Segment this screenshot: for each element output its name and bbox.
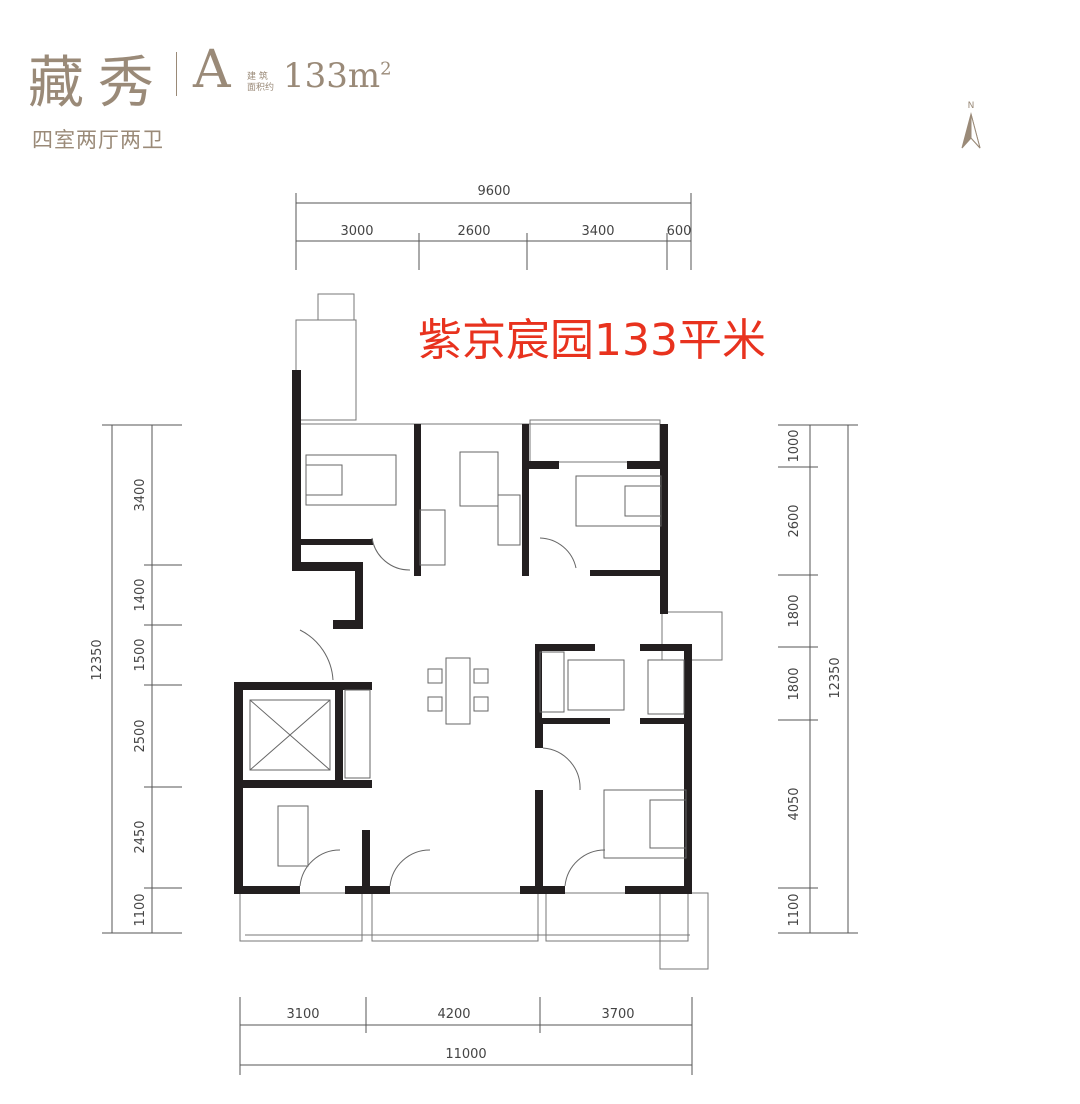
dim-right-4: 1800 bbox=[787, 667, 802, 700]
dim-right-1: 1000 bbox=[787, 429, 802, 462]
dim-left-5: 2450 bbox=[133, 820, 148, 853]
dim-left-4: 2500 bbox=[133, 719, 148, 752]
north-compass-icon: N bbox=[956, 98, 986, 152]
dim-right-5: 4050 bbox=[787, 787, 802, 820]
dim-right-3: 1800 bbox=[787, 594, 802, 627]
dim-bottom-2: 4200 bbox=[437, 1007, 470, 1022]
dim-left-total: 12350 bbox=[90, 639, 105, 680]
area-value: 133m2 bbox=[283, 56, 392, 96]
walls bbox=[234, 370, 692, 894]
dim-left-3: 1500 bbox=[133, 638, 148, 671]
dim-top-2: 2600 bbox=[457, 224, 490, 239]
dim-bottom-total: 11000 bbox=[445, 1047, 486, 1062]
dim-left-6: 1100 bbox=[133, 893, 148, 926]
dim-right-total: 12350 bbox=[828, 657, 843, 698]
dim-right-6: 1100 bbox=[787, 893, 802, 926]
dim-left-2: 1400 bbox=[133, 578, 148, 611]
overlay-caption: 紫京宸园133平米 bbox=[418, 315, 766, 366]
divider bbox=[176, 52, 177, 96]
dim-bottom-1: 3100 bbox=[286, 1007, 319, 1022]
dim-top-total: 9600 bbox=[477, 184, 510, 199]
unit-type: A bbox=[193, 40, 231, 100]
area-label: 建 筑面积约 bbox=[247, 72, 277, 94]
room-layout: 四室两厅两卫 bbox=[32, 128, 164, 152]
dimension-lines bbox=[102, 193, 858, 1075]
area-label-1: 建 筑 bbox=[247, 72, 268, 82]
dim-top-4: 600 bbox=[667, 224, 692, 239]
dim-top-3: 3400 bbox=[581, 224, 614, 239]
compass-label: N bbox=[968, 101, 975, 111]
area-number: 133m bbox=[283, 56, 381, 96]
dim-top-1: 3000 bbox=[340, 224, 373, 239]
area-label-2: 面积约 bbox=[247, 83, 275, 93]
dim-right-2: 2600 bbox=[787, 504, 802, 537]
dim-bottom-3: 3700 bbox=[601, 1007, 634, 1022]
balconies-windows bbox=[239, 293, 723, 970]
area-sup: 2 bbox=[380, 58, 392, 80]
dim-left-1: 3400 bbox=[133, 478, 148, 511]
furniture bbox=[249, 451, 687, 887]
project-name: 藏秀 bbox=[28, 51, 168, 116]
